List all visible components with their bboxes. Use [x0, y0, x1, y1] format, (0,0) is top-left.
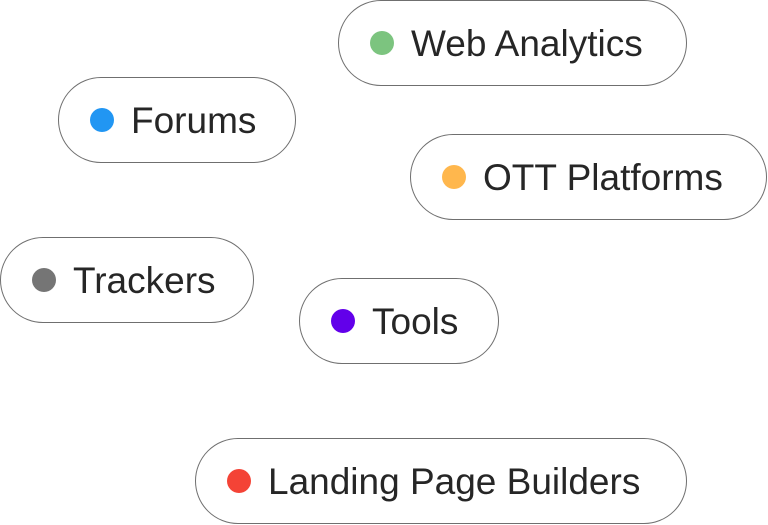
tag-label: Trackers [73, 259, 216, 301]
tag-ott-platforms[interactable]: OTT Platforms [410, 134, 767, 220]
status-dot-icon [370, 31, 394, 55]
status-dot-icon [442, 165, 466, 189]
tag-tools[interactable]: Tools [299, 278, 499, 364]
tag-label: OTT Platforms [483, 156, 723, 198]
tag-label: Forums [131, 99, 257, 141]
tag-trackers[interactable]: Trackers [0, 237, 254, 323]
tag-web-analytics[interactable]: Web Analytics [338, 0, 687, 86]
tag-forums[interactable]: Forums [58, 77, 296, 163]
tag-landing-page-builders[interactable]: Landing Page Builders [195, 438, 687, 524]
tag-label: Landing Page Builders [268, 460, 641, 502]
status-dot-icon [227, 469, 251, 493]
tag-label: Tools [372, 300, 459, 342]
status-dot-icon [90, 108, 114, 132]
status-dot-icon [32, 268, 56, 292]
status-dot-icon [331, 309, 355, 333]
tag-label: Web Analytics [411, 22, 643, 64]
